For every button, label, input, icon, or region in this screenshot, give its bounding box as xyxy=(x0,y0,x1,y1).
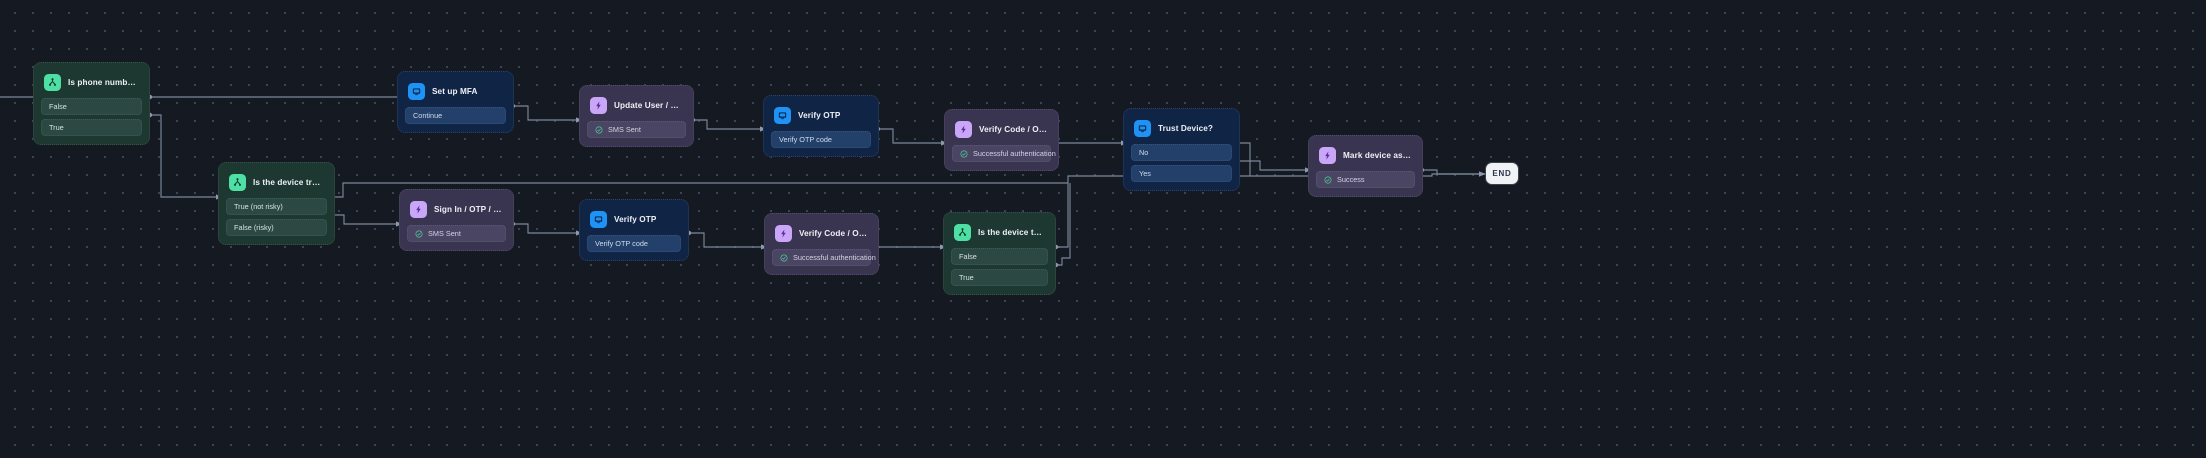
node-title: Sign In / OTP / SMS xyxy=(434,204,503,214)
row-label: True (not risky) xyxy=(234,202,283,211)
bolt-icon xyxy=(955,120,972,138)
node-body: Verify OTP code xyxy=(587,235,681,252)
node-verify-code-otp-sms-top[interactable]: Verify Code / OTP / SMS Successful authe… xyxy=(944,109,1059,171)
node-body: True (not risky) False (risky) xyxy=(226,198,327,236)
node-body: Successful authentication xyxy=(772,249,876,266)
node-row-sms-sent[interactable]: SMS Sent xyxy=(407,225,506,242)
node-verify-code-otp-sms-bottom[interactable]: Verify Code / OTP / SMS Successful authe… xyxy=(764,213,879,275)
screen-icon xyxy=(590,210,607,228)
node-row-false-risky[interactable]: False (risky) xyxy=(226,219,327,236)
node-row-no[interactable]: No xyxy=(1131,144,1232,161)
node-body: Continue xyxy=(405,107,506,124)
row-label: True xyxy=(959,273,974,282)
row-label: Verify OTP code xyxy=(779,135,832,144)
node-title: Verify Code / OTP / SMS xyxy=(979,124,1048,134)
row-label: True xyxy=(49,123,64,132)
node-body: Successful authentication xyxy=(952,145,1056,162)
check-circle-icon xyxy=(415,230,423,238)
node-row-false[interactable]: False xyxy=(951,248,1048,265)
end-node[interactable]: END xyxy=(1486,163,1518,184)
row-label: False xyxy=(959,252,977,261)
check-circle-icon xyxy=(780,254,788,262)
node-header: Is the device trusted and no imp… xyxy=(226,170,327,192)
node-body: Success xyxy=(1316,171,1415,188)
node-is-the-device-trusted-and-no-imp[interactable]: Is the device trusted and no imp… True (… xyxy=(218,162,335,245)
check-circle-icon xyxy=(960,150,968,158)
node-title: Verify OTP xyxy=(798,110,841,120)
row-label: Yes xyxy=(1139,169,1151,178)
screen-icon xyxy=(774,106,791,124)
node-title: Trust Device? xyxy=(1158,123,1213,133)
node-header: Verify Code / OTP / SMS xyxy=(772,221,871,243)
node-row-true[interactable]: True xyxy=(951,269,1048,286)
row-label: Successful authentication xyxy=(793,253,876,262)
check-circle-icon xyxy=(595,126,603,134)
node-mark-device-as-trusted[interactable]: Mark device as trusted Success xyxy=(1308,135,1423,197)
branch-icon xyxy=(44,73,61,91)
node-row-true[interactable]: True xyxy=(41,119,142,136)
node-sign-in-otp-sms[interactable]: Sign In / OTP / SMS SMS Sent xyxy=(399,189,514,251)
node-is-phone-number-verified[interactable]: Is phone number verified? False True xyxy=(33,62,150,145)
node-verify-otp-top[interactable]: Verify OTP Verify OTP code xyxy=(763,95,879,157)
node-header: Verify OTP xyxy=(587,207,681,229)
node-title: Is the device trusted and no imp… xyxy=(253,177,324,187)
branch-icon xyxy=(229,173,246,191)
node-row-success[interactable]: Success xyxy=(1316,171,1415,188)
node-title: Verify Code / OTP / SMS xyxy=(799,228,868,238)
row-label: Verify OTP code xyxy=(595,239,648,248)
node-body: False True xyxy=(41,98,142,136)
row-label: Continue xyxy=(413,111,443,120)
node-header: Trust Device? xyxy=(1131,116,1232,138)
node-header: Is phone number verified? xyxy=(41,70,142,92)
row-label: SMS Sent xyxy=(428,229,461,238)
row-label: No xyxy=(1139,148,1149,157)
node-row-successful-authentication[interactable]: Successful authentication xyxy=(952,145,1056,162)
node-row-verify-otp-code[interactable]: Verify OTP code xyxy=(587,235,681,252)
node-header: Verify OTP xyxy=(771,103,871,125)
branch-icon xyxy=(954,223,971,241)
node-title: Is phone number verified? xyxy=(68,77,139,87)
node-row-true-not-risky[interactable]: True (not risky) xyxy=(226,198,327,215)
node-title: Is the device trusted? xyxy=(978,227,1045,237)
node-body: SMS Sent xyxy=(407,225,506,242)
screen-icon xyxy=(408,82,425,100)
row-label: SMS Sent xyxy=(608,125,641,134)
node-row-continue[interactable]: Continue xyxy=(405,107,506,124)
node-update-user-otp-sms[interactable]: Update User / OTP / SMS SMS Sent xyxy=(579,85,694,147)
bolt-icon xyxy=(410,200,427,218)
node-trust-device[interactable]: Trust Device? No Yes xyxy=(1123,108,1240,191)
row-label: False xyxy=(49,102,67,111)
node-verify-otp-bottom[interactable]: Verify OTP Verify OTP code xyxy=(579,199,689,261)
node-body: No Yes xyxy=(1131,144,1232,182)
node-title: Mark device as trusted xyxy=(1343,150,1412,160)
node-row-sms-sent[interactable]: SMS Sent xyxy=(587,121,686,138)
node-row-yes[interactable]: Yes xyxy=(1131,165,1232,182)
end-label: END xyxy=(1492,169,1512,178)
node-body: Verify OTP code xyxy=(771,131,871,148)
node-body: SMS Sent xyxy=(587,121,686,138)
check-circle-icon xyxy=(1324,176,1332,184)
node-title: Set up MFA xyxy=(432,86,478,96)
row-label: False (risky) xyxy=(234,223,274,232)
bolt-icon xyxy=(775,224,792,242)
node-header: Verify Code / OTP / SMS xyxy=(952,117,1051,139)
row-label: Success xyxy=(1337,175,1365,184)
node-title: Verify OTP xyxy=(614,214,657,224)
node-body: False True xyxy=(951,248,1048,286)
node-header: Is the device trusted? xyxy=(951,220,1048,242)
screen-icon xyxy=(1134,119,1151,137)
node-header: Sign In / OTP / SMS xyxy=(407,197,506,219)
bolt-icon xyxy=(590,96,607,114)
row-label: Successful authentication xyxy=(973,149,1056,158)
node-row-successful-authentication[interactable]: Successful authentication xyxy=(772,249,876,266)
node-header: Set up MFA xyxy=(405,79,506,101)
node-set-up-mfa[interactable]: Set up MFA Continue xyxy=(397,71,514,133)
node-row-false[interactable]: False xyxy=(41,98,142,115)
node-header: Mark device as trusted xyxy=(1316,143,1415,165)
node-title: Update User / OTP / SMS xyxy=(614,100,683,110)
bolt-icon xyxy=(1319,146,1336,164)
node-is-the-device-trusted[interactable]: Is the device trusted? False True xyxy=(943,212,1056,295)
node-row-verify-otp-code[interactable]: Verify OTP code xyxy=(771,131,871,148)
node-header: Update User / OTP / SMS xyxy=(587,93,686,115)
